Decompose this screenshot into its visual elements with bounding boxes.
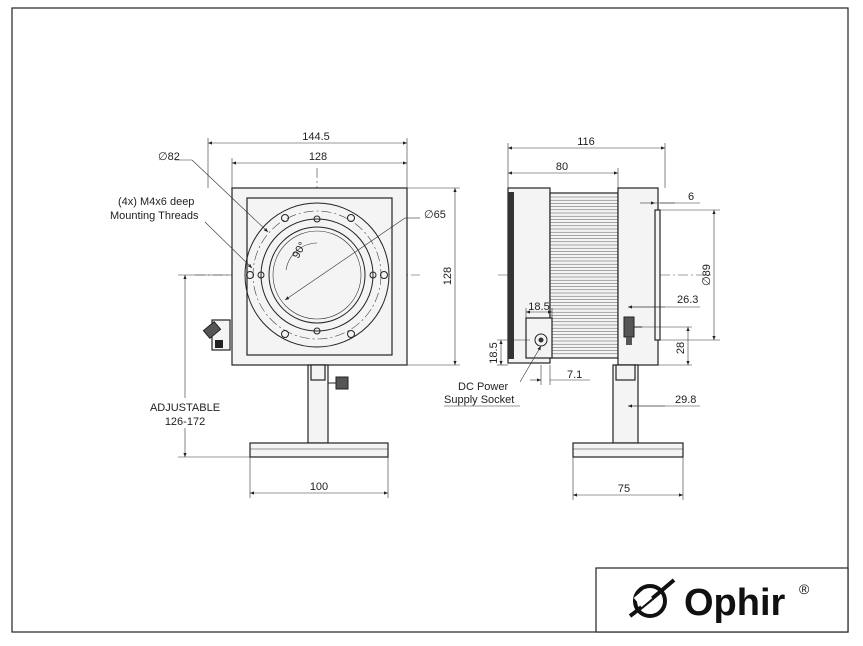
side-connector — [623, 316, 642, 345]
dim-6: 6 — [688, 191, 694, 203]
dim-length-body: 80 — [556, 161, 568, 173]
dim-side-base-width: 75 — [618, 483, 630, 495]
front-connector — [202, 319, 231, 351]
dim-dia-82: ∅82 — [158, 151, 180, 163]
side-view: 116 80 6 ∅89 26.3 28 18.5 18.5 — [444, 136, 720, 500]
drawing-frame — [11, 7, 849, 633]
side-rear-housing — [617, 187, 659, 366]
dc-label-2: Supply Socket — [444, 394, 514, 406]
dim-26-3: 26.3 — [677, 294, 698, 306]
threads-label-1: (4x) M4x6 deep — [118, 196, 194, 208]
dim-height: 128 — [442, 267, 454, 285]
threads-label-2: Mounting Threads — [110, 210, 199, 222]
dim-18-5-h: 18.5 — [528, 301, 549, 313]
front-view: 144.5 128 ∅82 (4x) M4x6 deep Mounting Th… — [110, 131, 460, 498]
dim-width-inner: 128 — [309, 151, 327, 163]
brand-name: Ophir — [684, 582, 786, 624]
dim-28: 28 — [675, 342, 687, 354]
side-heatsink — [549, 192, 619, 359]
dc-label-1: DC Power — [458, 381, 508, 393]
adjustable-label-2: 126-172 — [165, 416, 205, 428]
aperture — [268, 226, 366, 324]
mounting-screws — [246, 214, 388, 338]
front-base — [249, 442, 389, 458]
dim-width-outer: 144.5 — [302, 131, 330, 143]
dim-dia-89: ∅89 — [701, 264, 713, 286]
dim-length-total: 116 — [577, 136, 595, 148]
dim-29-8: 29.8 — [675, 394, 696, 406]
dim-dia-65: ∅65 — [424, 209, 446, 221]
side-base — [572, 442, 684, 458]
outer-ring — [244, 202, 390, 348]
dim-base-width: 100 — [310, 481, 328, 493]
dim-7-1: 7.1 — [567, 369, 582, 381]
ophir-swoosh-icon — [628, 578, 676, 618]
dim-18-5-v: 18.5 — [488, 342, 500, 363]
logo-box: Ophir ® — [595, 567, 849, 633]
registered-mark: ® — [799, 581, 810, 597]
dc-socket — [525, 317, 553, 359]
adjustable-label-1: ADJUSTABLE — [150, 402, 220, 414]
